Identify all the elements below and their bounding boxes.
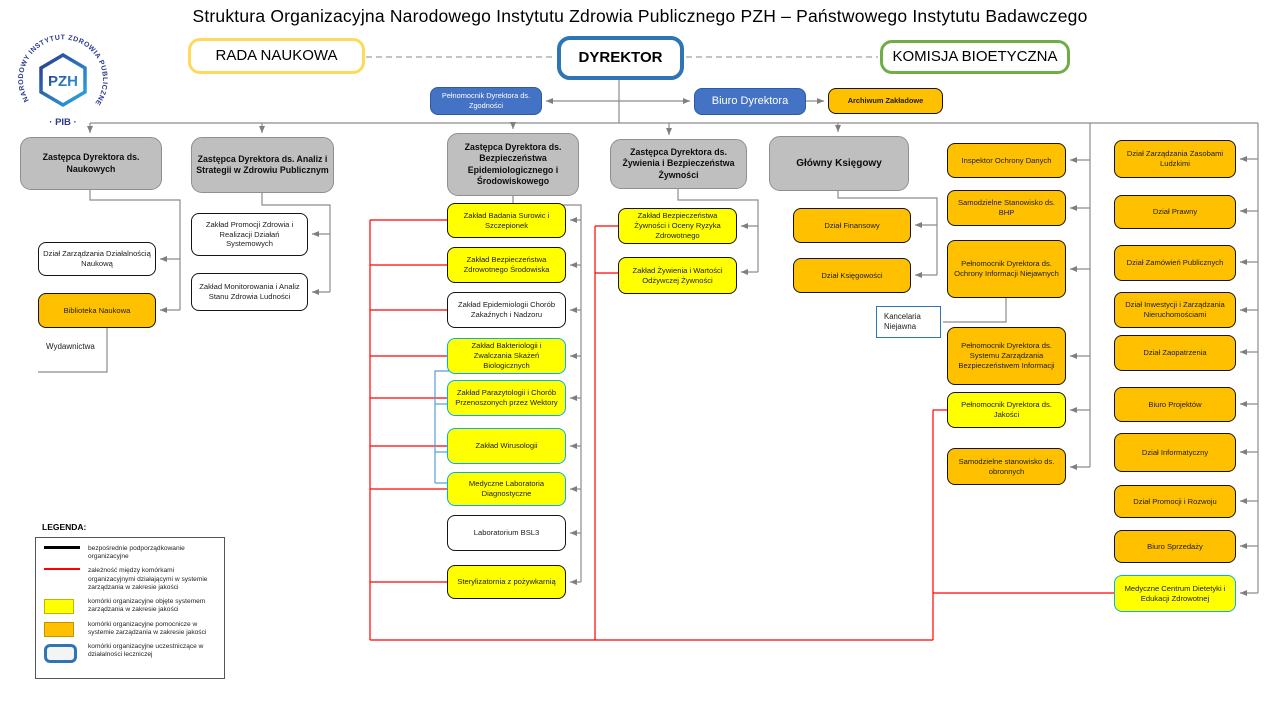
legend-item-label: bezpośrednie podporządkowanie organizacy… [88, 545, 185, 561]
node-zaklad-monitorowania: Zakład Monitorowania i Analiz Stanu Zdro… [191, 273, 308, 311]
red-links [369, 219, 1115, 641]
legend-item: zależność między komórkami organizacyjny… [44, 567, 218, 592]
gray-links [38, 80, 1259, 596]
node-zastepca-bezpieczenstwa: Zastępca Dyrektora ds. Bezpieczeństwa Ep… [447, 133, 579, 196]
node-dzial-zamowien: Dział Zamówień Publicznych [1114, 245, 1236, 281]
legend-box: bezpośrednie podporządkowanie organizacy… [35, 537, 225, 679]
legend-item: bezpośrednie podporządkowanie organizacy… [44, 545, 218, 561]
legend-item-label: komórki organizacyjne pomocnicze w syste… [88, 620, 207, 636]
node-stanowisko-obronne: Samodzielne stanowisko ds. obronnych [947, 448, 1066, 485]
node-pelnomocnik-zgodnosci: Pełnomocnik Dyrektora ds. Zgodności [430, 87, 542, 115]
legend-item-label: zależność między komórkami organizacyjny… [88, 567, 208, 591]
node-biblioteka-naukowa: Biblioteka Naukowa [38, 293, 156, 328]
node-kancelaria-niejawna: Kancelaria Niejawna [876, 306, 941, 338]
node-pelnomocnik-oin: Pełnomocnik Dyrektora ds. Ochrony Inform… [947, 240, 1066, 298]
node-glowny-ksiegowy: Główny Księgowy [769, 136, 909, 191]
logo-pib-text: · PIB · [49, 117, 76, 128]
legend-item: komórki organizacyjne objęte systemem za… [44, 598, 218, 615]
logo-ring-text: NARODOWY INSTYTUT ZDROWIA PUBLICZNEGO [8, 26, 108, 106]
node-zaklad-epidemiologii: Zakład Epidemiologii Chorób Zakaźnych i … [447, 292, 566, 328]
node-rada-naukowa: RADA NAUKOWA [188, 38, 365, 74]
node-dzial-zzl: Dział Zarządzania Zasobami Ludzkimi [1114, 140, 1236, 178]
logo-hexagon [39, 52, 87, 108]
blue-outline-swatch [44, 644, 88, 664]
node-zaklad-bezp-zywnosci: Zakład Bezpieczeństwa Żywności i Oceny R… [618, 208, 737, 244]
node-dzial-zarzadzania-nauka: Dział Zarządzania Działalnością Naukową [38, 242, 156, 276]
node-dzial-promocji: Dział Promocji i Rozwoju [1114, 485, 1236, 518]
black-line-swatch [44, 546, 88, 549]
node-zaklad-badania-surowic: Zakład Badania Surowic i Szczepionek [447, 203, 566, 238]
legend-item: komórki organizacyjne pomocnicze w syste… [44, 621, 218, 637]
node-zaklad-promocji: Zakład Promocji Zdrowia i Realizacji Dzi… [191, 213, 308, 256]
node-biuro-sprzedazy: Biuro Sprzedaży [1114, 530, 1236, 563]
page-title: Struktura Organizacyjna Narodowego Insty… [192, 6, 1088, 26]
node-dzial-prawny: Dział Prawny [1114, 195, 1236, 229]
red-line-swatch [44, 568, 88, 571]
node-dzial-inwestycji: Dział Inwestycji i Zarządzania Nieruchom… [1114, 292, 1236, 328]
institute-logo: NARODOWY INSTYTUT ZDROWIA PUBLICZNEGO · … [8, 26, 108, 128]
node-biuro-projektow: Biuro Projektów [1114, 387, 1236, 422]
node-pelnomocnik-szbi: Pełnomocnik Dyrektora ds. Systemu Zarząd… [947, 327, 1066, 385]
node-zastepca-zywienia: Zastępca Dyrektora ds. Żywienia i Bezpie… [610, 139, 747, 189]
node-dzial-informatyczny: Dział Informatyczny [1114, 433, 1236, 472]
legend-item-label: komórki organizacyjne objęte systemem za… [88, 598, 206, 614]
node-pelnomocnik-jakosci: Pełnomocnik Dyrektora ds. Jakości [947, 392, 1066, 428]
node-dzial-ksiegowosci: Dział Księgowości [793, 258, 911, 293]
logo-monogram: PZH [48, 73, 78, 90]
node-biuro-dyrektora: Biuro Dyrektora [694, 88, 806, 115]
node-stanowisko-bhp: Samodzielne Stanowisko ds. BHP [947, 190, 1066, 226]
node-zaklad-bezp-srodowiska: Zakład Bezpieczeństwa Zdrowotnego Środow… [447, 247, 566, 283]
node-archiwum-zakladowe: Archiwum Zakładowe [828, 88, 943, 114]
node-dzial-zaopatrzenia: Dział Zaopatrzenia [1114, 335, 1236, 371]
node-inspektor-ochrony-danych: Inspektor Ochrony Danych [947, 143, 1066, 178]
yellow-box-swatch [44, 599, 88, 615]
node-sterylizatornia: Sterylizatornia z pożywkarnią [447, 565, 566, 599]
svg-text:NARODOWY INSTYTUT ZDROWIA PUBL: NARODOWY INSTYTUT ZDROWIA PUBLICZNEGO [8, 26, 108, 106]
node-zastepca-analiz: Zastępca Dyrektora ds. Analiz i Strategi… [191, 137, 334, 193]
node-wydawnictwa: Wydawnictwa [46, 341, 95, 351]
node-zaklad-bakteriologii: Zakład Bakteriologii i Zwalczania Skażeń… [447, 338, 566, 374]
blue-links [434, 370, 449, 484]
node-komisja-bioetyczna: KOMISJA BIOETYCZNA [880, 40, 1070, 74]
node-laboratorium-bsl3: Laboratorium BSL3 [447, 515, 566, 551]
node-dyrektor: DYREKTOR [557, 36, 684, 80]
node-zastepca-naukowych: Zastępca Dyrektora ds. Naukowych [20, 137, 162, 190]
node-zaklad-zywienia: Zakład Żywienia i Wartości Odżywczej Żyw… [618, 257, 737, 294]
node-zaklad-parazytologii: Zakład Parazytologii i Chorób Przenoszon… [447, 380, 566, 416]
node-medyczne-laboratoria: Medyczne Laboratoria Diagnostyczne [447, 472, 566, 506]
legend-item: komórki organizacyjne uczestniczące w dz… [44, 643, 218, 664]
legend-title: LEGENDA: [42, 522, 87, 532]
node-dzial-finansowy: Dział Finansowy [793, 208, 911, 243]
node-medyczne-centrum: Medyczne Centrum Dietetyki i Edukacji Zd… [1114, 575, 1236, 612]
orange-box-swatch [44, 621, 88, 637]
legend-item-label: komórki organizacyjne uczestniczące w dz… [88, 643, 204, 659]
node-zaklad-wirusologii: Zakład Wirusologii [447, 428, 566, 464]
